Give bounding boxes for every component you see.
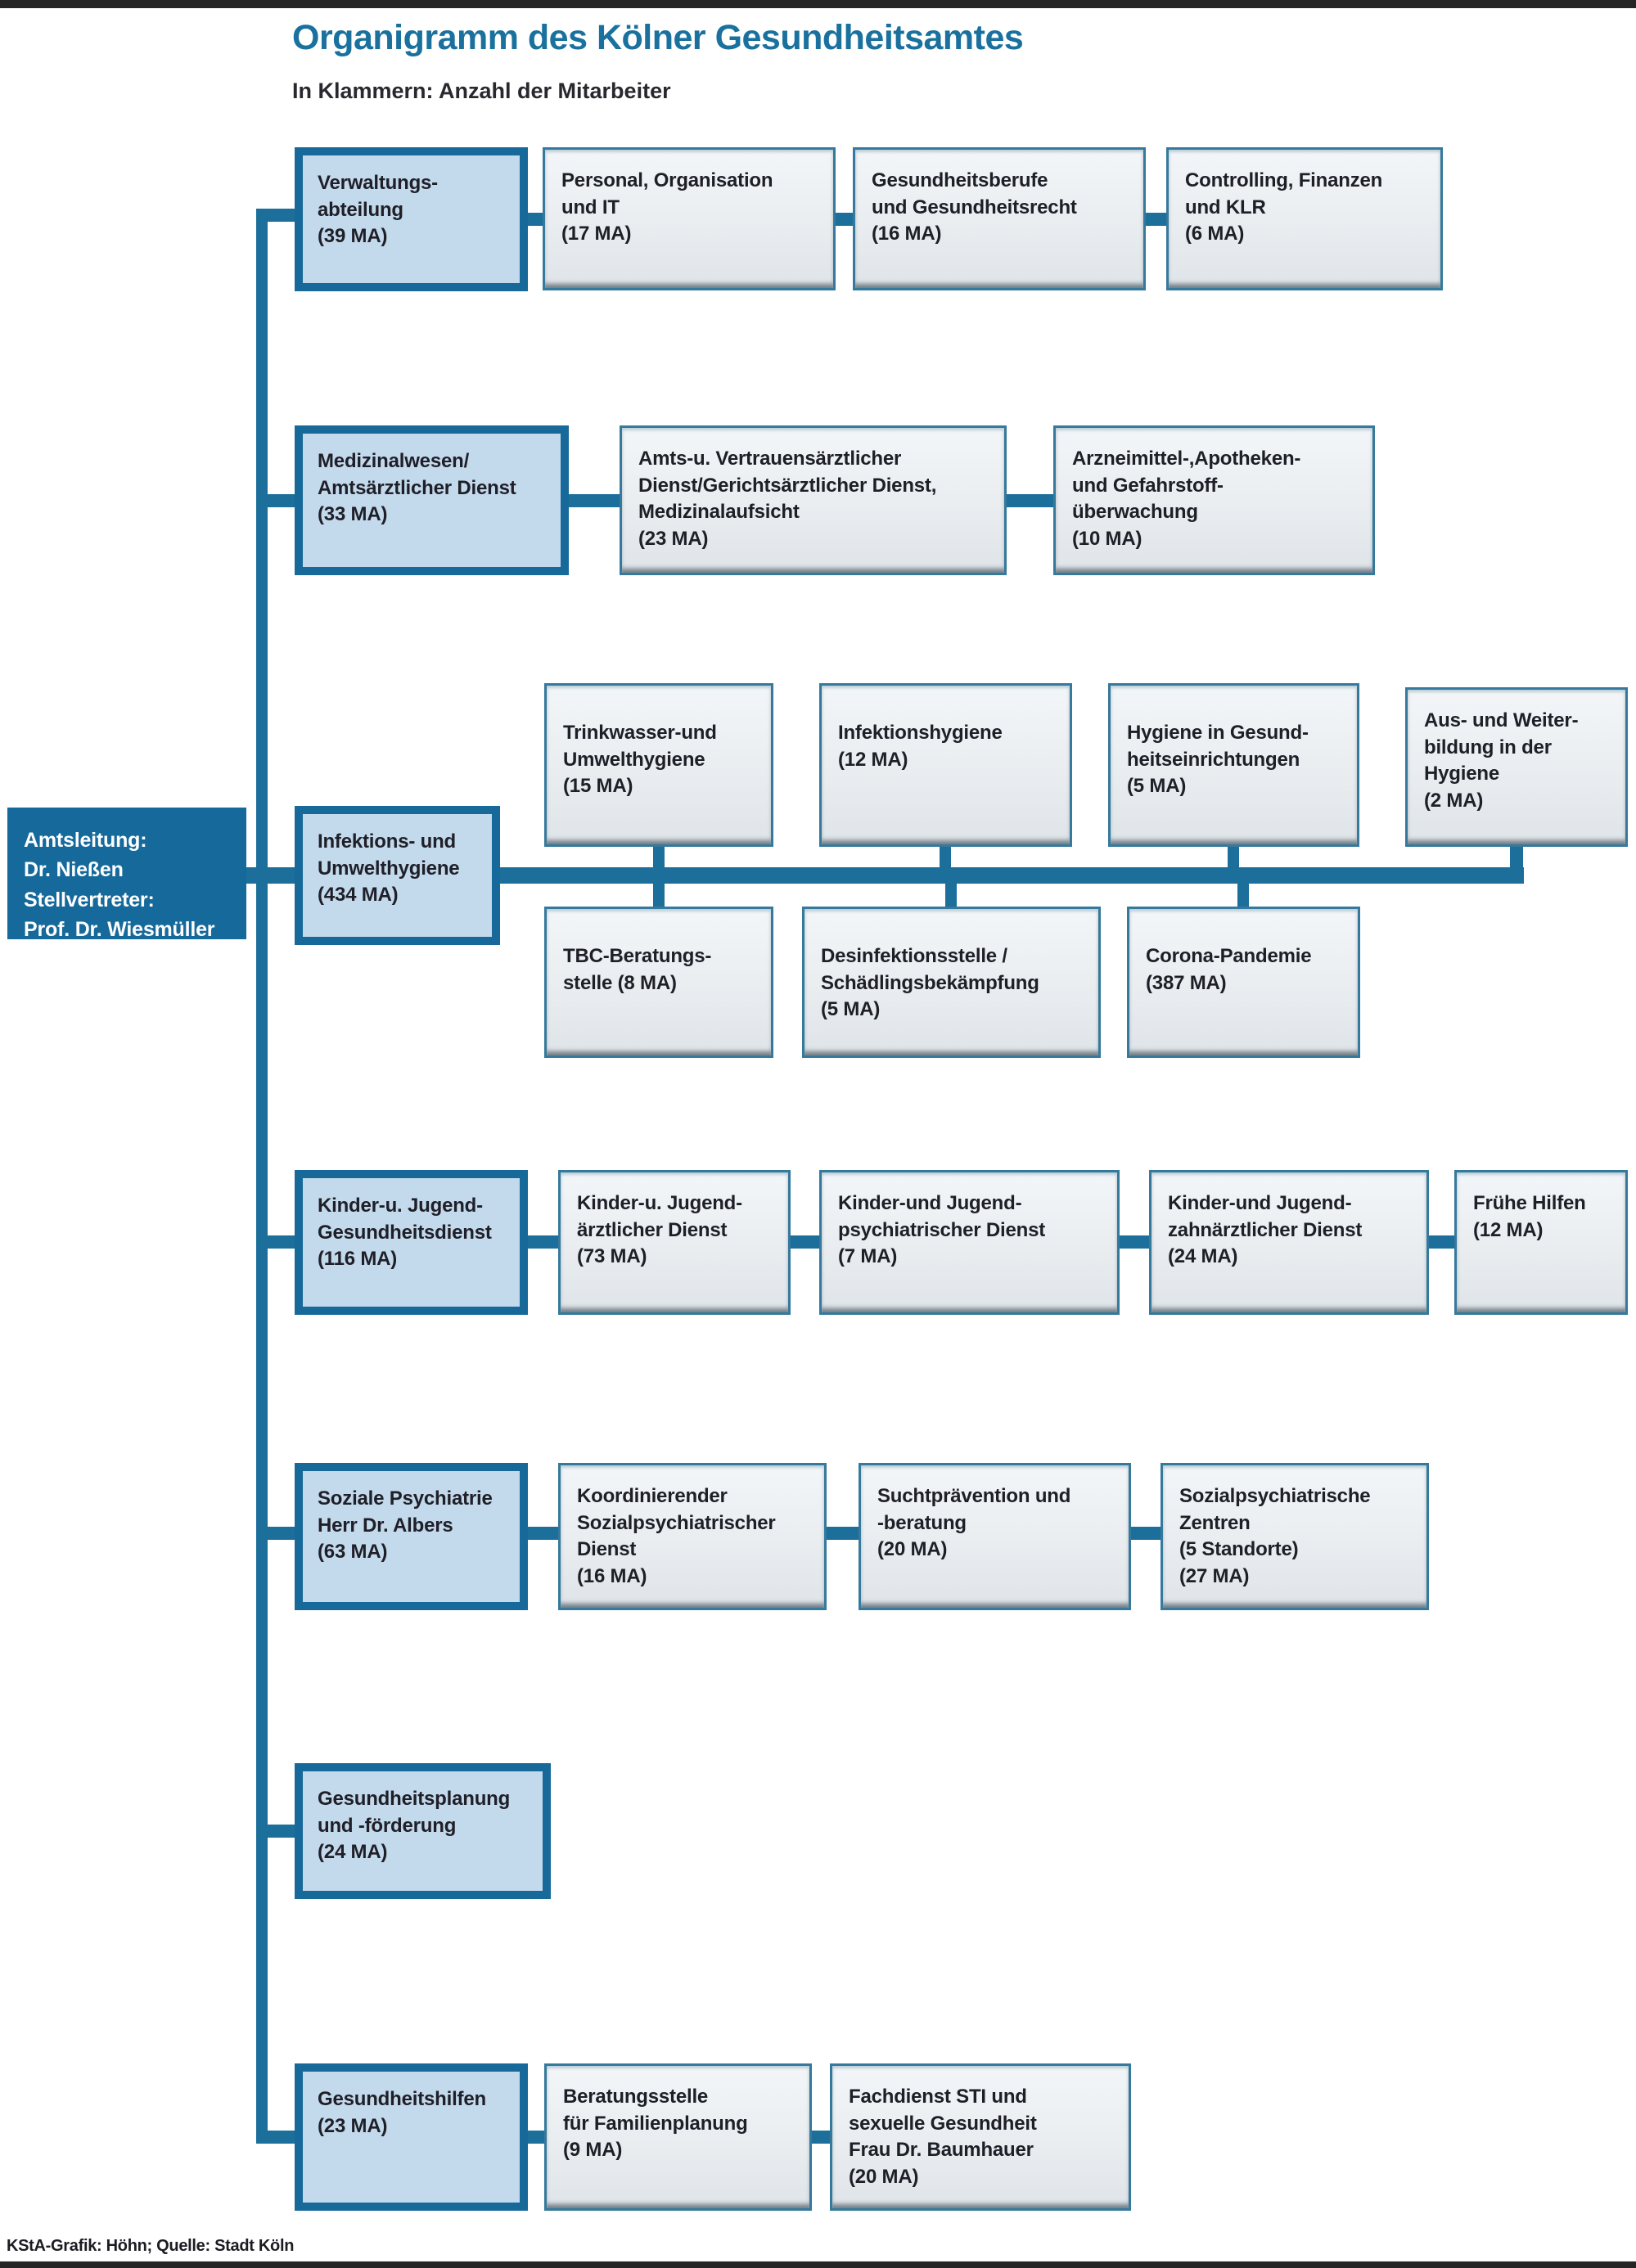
- connector-r2-b: [1007, 494, 1053, 507]
- unit-hygiene-gesundheitseinrichtungen: Hygiene in Gesund- heitseinrichtungen (5…: [1108, 683, 1359, 847]
- unit-corona-pandemie: Corona-Pandemie (387 MA): [1127, 907, 1360, 1058]
- credit-line: KStA-Grafik: Höhn; Quelle: Stadt Köln: [7, 2237, 295, 2255]
- dept-medizinalwesen: Medizinalwesen/ Amtsärztlicher Dienst (3…: [295, 425, 569, 575]
- page-subtitle: In Klammern: Anzahl der Mitarbeiter: [292, 79, 671, 103]
- unit-kinder-jugend-aerztlicher-dienst: Kinder-u. Jugend- ärztlicher Dienst (73 …: [558, 1170, 791, 1315]
- connector-r1-c: [1146, 213, 1166, 226]
- unit-fruehe-hilfen: Frühe Hilfen (12 MA): [1454, 1170, 1628, 1315]
- unit-amts-vertrauensaerztlicher-dienst: Amts-u. Vertrauensärztlicher Dienst/Geri…: [620, 425, 1007, 575]
- unit-koordinierender-sozialpsychiatrischer-dienst: Koordinierender Sozialpsychiatrischer Di…: [558, 1463, 827, 1610]
- top-edge-bar: [0, 0, 1636, 8]
- unit-desinfektionsstelle: Desinfektionsstelle / Schädlingsbekämpfu…: [802, 907, 1101, 1058]
- unit-arzneimittel-apotheken: Arzneimittel-,Apotheken- und Gefahrstoff…: [1053, 425, 1375, 575]
- unit-kinder-jugend-psychiatrischer-dienst: Kinder-und Jugend- psychiatrischer Diens…: [819, 1170, 1120, 1315]
- connector-r4-trunk: [268, 1235, 295, 1249]
- unit-fachdienst-sti: Fachdienst STI und sexuelle Gesundheit F…: [830, 2063, 1131, 2211]
- connector-r1-trunk: [268, 209, 295, 222]
- connector-r3-up-b: [940, 847, 951, 867]
- dept-soziale-psychiatrie: Soziale Psychiatrie Herr Dr. Albers (63 …: [295, 1463, 528, 1610]
- unit-infektionshygiene: Infektionshygiene (12 MA): [819, 683, 1072, 847]
- page-title: Organigramm des Kölner Gesundheitsamtes: [292, 18, 1024, 57]
- connector-r3-up-a: [653, 847, 665, 867]
- connector-r7-trunk: [268, 2131, 295, 2144]
- connector-r1-a: [528, 213, 543, 226]
- unit-tbc-beratungsstelle: TBC-Beratungs- stelle (8 MA): [544, 907, 773, 1058]
- unit-controlling-finanzen-klr: Controlling, Finanzen und KLR (6 MA): [1166, 147, 1443, 290]
- connector-r3-trunk: [268, 867, 295, 884]
- connector-r5-b: [827, 1527, 859, 1540]
- connector-r3-dn-b: [945, 884, 957, 907]
- connector-r2-trunk: [268, 494, 295, 507]
- connector-r7-b: [812, 2131, 830, 2144]
- connector-r3-riser-aus: [1510, 847, 1523, 867]
- connector-lead-trunk: [246, 867, 256, 884]
- unit-kinder-jugend-zahnaerztlicher-dienst: Kinder-und Jugend- zahnärztlicher Dienst…: [1149, 1170, 1429, 1315]
- connector-r4-d: [1429, 1235, 1454, 1249]
- unit-personal-organisation-it: Personal, Organisation und IT (17 MA): [543, 147, 836, 290]
- unit-suchtpraevention-beratung: Suchtprävention und -beratung (20 MA): [859, 1463, 1131, 1610]
- connector-r3-dn-c: [1237, 884, 1249, 907]
- leadership-box: Amtsleitung: Dr. Nießen Stellvertreter: …: [7, 808, 246, 941]
- connector-r3-dn-a: [653, 884, 665, 907]
- connector-r1-b: [836, 213, 853, 226]
- unit-gesundheitsberufe-recht: Gesundheitsberufe und Gesundheitsrecht (…: [853, 147, 1146, 290]
- connector-trunk: [256, 209, 268, 2144]
- connector-r7-a: [528, 2131, 544, 2144]
- dept-gesundheitshilfen: Gesundheitshilfen (23 MA): [295, 2063, 528, 2211]
- connector-r4-b: [791, 1235, 819, 1249]
- connector-r5-c: [1131, 1527, 1161, 1540]
- dept-gesundheitsplanung: Gesundheitsplanung und -förderung (24 MA…: [295, 1763, 551, 1899]
- connector-r5-trunk: [268, 1527, 295, 1540]
- connector-r2-a: [569, 494, 620, 507]
- connector-r3-bus: [500, 867, 1524, 884]
- connector-r3-up-c: [1228, 847, 1239, 867]
- connector-r4-a: [528, 1235, 558, 1249]
- unit-trinkwasser-umwelthygiene: Trinkwasser-und Umwelthygiene (15 MA): [544, 683, 773, 847]
- bottom-edge-bar: [0, 2261, 1636, 2268]
- connector-r6-trunk: [268, 1825, 295, 1838]
- unit-beratungsstelle-familienplanung: Beratungsstelle für Familienplanung (9 M…: [544, 2063, 812, 2211]
- unit-aus-weiterbildung-hygiene: Aus- und Weiter- bildung in der Hygiene …: [1405, 687, 1628, 847]
- dept-verwaltungsabteilung: Verwaltungs- abteilung (39 MA): [295, 147, 528, 291]
- dept-infektions-umwelthygiene: Infektions- und Umwelthygiene (434 MA): [295, 806, 500, 945]
- connector-r4-c: [1120, 1235, 1149, 1249]
- connector-r5-a: [528, 1527, 558, 1540]
- unit-sozialpsychiatrische-zentren: Sozialpsychiatrische Zentren (5 Standort…: [1161, 1463, 1429, 1610]
- dept-kinder-jugend-gesundheitsdienst: Kinder-u. Jugend- Gesundheitsdienst (116…: [295, 1170, 528, 1315]
